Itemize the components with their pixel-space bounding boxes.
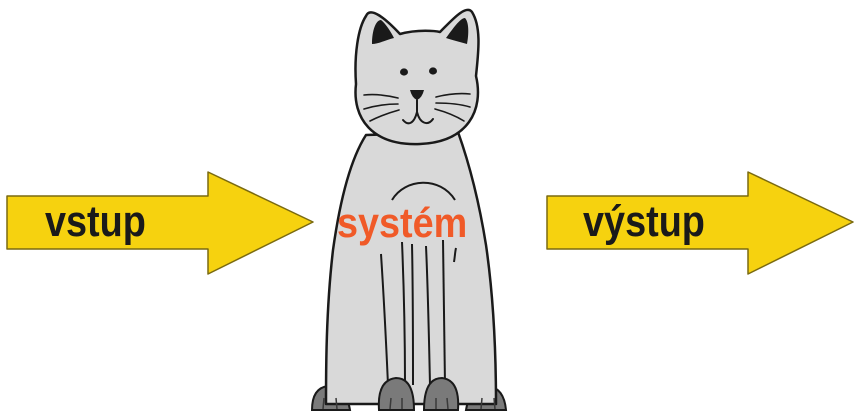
cat-head	[354, 8, 480, 146]
input-arrow-shape	[6, 171, 314, 275]
cat-nose	[410, 90, 424, 100]
cat-mouth	[402, 99, 434, 125]
system-label: systém	[337, 200, 467, 246]
output-label: výstup	[583, 196, 705, 245]
front-legs	[380, 239, 457, 386]
paw-toes	[322, 397, 496, 410]
front-paw-right	[422, 376, 460, 411]
input-label: vstup	[45, 196, 146, 245]
output-arrow-shape	[546, 171, 854, 275]
right-ear-inner	[446, 18, 469, 44]
cat-icon: systém	[310, 8, 508, 411]
input-arrow: vstup	[6, 171, 314, 275]
left-eye	[400, 68, 408, 76]
output-arrow: výstup	[546, 171, 854, 275]
chest-arc	[391, 181, 456, 201]
cat-body	[324, 130, 498, 406]
right-eye	[429, 67, 437, 75]
whiskers	[363, 92, 471, 122]
left-ear-inner	[372, 20, 394, 44]
front-paw-left	[377, 376, 416, 411]
